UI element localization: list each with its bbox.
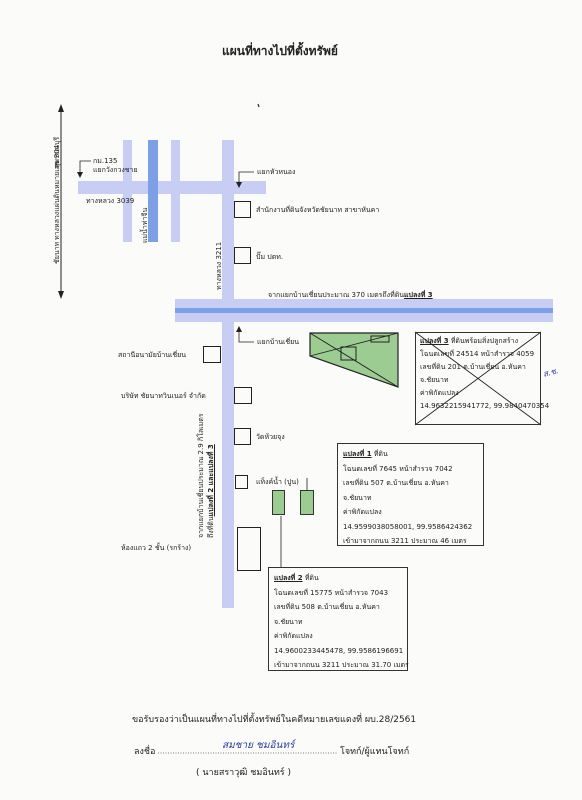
plot3-line: โฉนดเลขที่ 24514 หน้าสำรวจ 4059 bbox=[420, 350, 535, 358]
plot1-heading: แปลงที่ 1 ที่ดิน bbox=[343, 450, 388, 458]
plot2-line: ค่าพิกัดแปลง bbox=[274, 632, 313, 640]
km-label: กม.135 bbox=[93, 157, 118, 165]
temple-building bbox=[234, 428, 251, 445]
plot1-shape bbox=[300, 490, 314, 515]
plot3-info-box: แปลงที่ 3 ที่ดินพร้อมสิ่งปลูกสร้าง โฉนดเ… bbox=[415, 332, 550, 425]
ptt-label: ปั๊ม ปตท. bbox=[256, 253, 284, 261]
distance-vertical-line2: ถึงที่ดินแปลงที่ 2 และแปลงที่ 3 bbox=[207, 444, 215, 538]
plot2-shape bbox=[272, 490, 285, 515]
water-tank-label: แท็งค์น้ำ (ปูน) bbox=[256, 478, 299, 486]
plot1-line: โฉนดเลขที่ 7645 หน้าสำรวจ 7042 bbox=[343, 464, 453, 473]
plot3-building bbox=[340, 346, 357, 361]
rental-label: ห้องแถว 2 ชั้น (รกร้าง) bbox=[121, 544, 192, 552]
road-3211 bbox=[222, 140, 234, 608]
junction-wang-khwang-chai-label: แยกวังกวงชาย bbox=[93, 166, 138, 174]
hua-nong-leader bbox=[238, 171, 254, 186]
plot1-line: จ.ชัยนาท bbox=[343, 493, 372, 502]
plot1-info-box: แปลงที่ 1 ที่ดิน โฉนดเลขที่ 7645 หน้าสำร… bbox=[337, 443, 484, 546]
water-tank-building bbox=[235, 475, 248, 489]
road-304-left-label: ชัยนาท bbox=[53, 241, 61, 264]
side-road-2 bbox=[171, 140, 180, 242]
junction-ban-chian-label: แยกบ้านเชี่ยน bbox=[257, 338, 300, 346]
handwritten-signature: สมชาย ชมอินทร์ bbox=[222, 740, 295, 751]
plot1-line: 14.9599038058001, 99.9586424362 bbox=[343, 522, 473, 531]
plot2-line: โฉนดเลขที่ 15775 หน้าสำรวจ 7043 bbox=[274, 588, 389, 597]
plot2-heading: แปลงที่ 2 ที่ดิน bbox=[274, 574, 319, 582]
plot1-line: ค่าพิกัดแปลง bbox=[343, 508, 382, 516]
canal-horizontal bbox=[175, 308, 553, 313]
rental-building bbox=[237, 527, 261, 571]
plot2-line: จ.ชัยนาท bbox=[274, 617, 303, 626]
plot3-line: 14.9632215941772, 99.9840470354 bbox=[420, 402, 550, 410]
river-label: แม่น้ำท่าจีน bbox=[141, 207, 149, 243]
plot3-shed bbox=[370, 335, 390, 343]
sign-role: โจทก์/ผู้แทนโจทก์ bbox=[340, 747, 410, 757]
junction-hua-nong-label: แยกหัวหนอง bbox=[257, 168, 296, 176]
arrow-down-icon bbox=[58, 291, 64, 299]
distance-plot3-label: จากแยกบ้านเชี่ยนประมาณ 370 เมตรถึงที่ดิน… bbox=[268, 291, 433, 299]
road-304-right-label: สุพรรณบุรี bbox=[53, 136, 61, 168]
company-building bbox=[234, 387, 252, 404]
map-title: แผนที่ทางไปที่ตั้งทรัพย์ bbox=[222, 44, 338, 58]
plot2-line: เลขที่ดิน 508 ต.บ้านเชี่ยน อ.หันคา bbox=[274, 603, 380, 611]
company-label: บริษัท ชัยนาทวินเนอร์ จำกัด bbox=[121, 392, 206, 400]
health-station-building bbox=[203, 346, 221, 363]
hua-nong-arrow-icon bbox=[236, 182, 242, 188]
plot3-line: จ.ชัยนาท bbox=[420, 376, 449, 384]
road-3039-label: ทางหลวง 3039 bbox=[86, 197, 135, 205]
km-arrow-icon bbox=[77, 172, 83, 178]
sign-label: ลงชื่อ bbox=[134, 747, 156, 757]
plot2-line: 14.9600233445478, 99.9586196691 bbox=[274, 646, 404, 655]
plot2-info-box: แปลงที่ 2 ที่ดิน โฉนดเลขที่ 15775 หน้าสำ… bbox=[268, 567, 409, 671]
plot3-diagonal-2 bbox=[309, 332, 399, 357]
plot3-box-cross-2 bbox=[414, 331, 542, 426]
km-leader bbox=[79, 160, 91, 176]
plot3-line: เลขที่ดิน 201 ต.บ้านเชี่ยน อ.หันคา bbox=[420, 363, 526, 371]
plot2-line: เข้ามาจากถนน 3211 ประมาณ 31.70 เมตร bbox=[274, 661, 409, 669]
plot1-line: เลขที่ดิน 507 ต.บ้านเชี่ยน อ.หันคา bbox=[343, 479, 449, 487]
river-tha-chin bbox=[148, 140, 158, 242]
ptt-building bbox=[234, 247, 251, 264]
plot1-line: เข้ามาจากถนน 3211 ประมาณ 46 เมตร bbox=[343, 537, 467, 545]
certification-text: ขอรับรองว่าเป็นแผนที่ทางไปที่ตั้งทรัพย์ใ… bbox=[132, 715, 417, 725]
ban-chian-arrow-icon bbox=[236, 326, 242, 332]
plot3-heading: แปลงที่ 3 ที่ดินพร้อมสิ่งปลูกสร้าง bbox=[420, 337, 518, 345]
arrow-up-icon bbox=[58, 104, 64, 112]
plot3-line: ค่าพิกัดแปลง bbox=[420, 389, 459, 397]
temple-label: วัดห้วยจุง bbox=[256, 433, 285, 441]
land-office-label: สำนักงานที่ดินจังหวัดชัยนาท สาขาหันคา bbox=[256, 206, 380, 214]
side-road-1 bbox=[123, 140, 132, 242]
health-station-label: สถานีอนามัยบ้านเชี่ยน bbox=[118, 351, 187, 359]
scan-mark bbox=[257, 103, 260, 108]
signer-name: ( นายสราวุฒิ ชมอินทร์ ) bbox=[196, 768, 292, 778]
ban-chian-leader bbox=[238, 328, 254, 343]
land-office-building bbox=[234, 201, 251, 218]
road-3211-label: ทางหลวง 3211 bbox=[215, 241, 223, 290]
